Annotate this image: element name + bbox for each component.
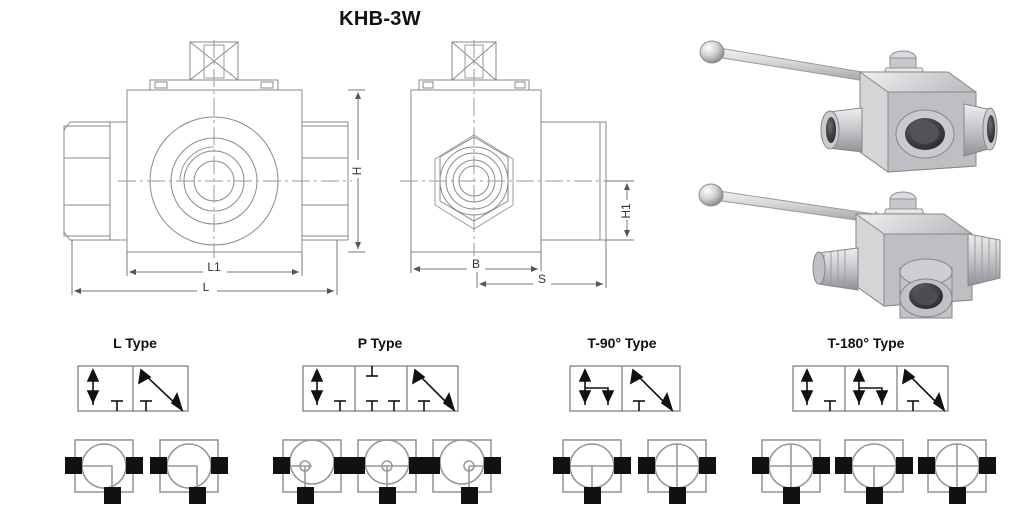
valve-type-label-l: L Type: [113, 335, 157, 351]
dim-label-B: B: [472, 257, 480, 271]
t180-bore-1: [752, 439, 830, 504]
l-type-bore-views: [65, 439, 228, 504]
p-bore-3: [423, 439, 501, 504]
photo-female-ports: [699, 40, 998, 173]
t90-bore-1: [553, 439, 631, 504]
l-type-schematic: [77, 365, 189, 413]
t90-bore-2: [638, 439, 716, 504]
dim-label-H: H: [350, 167, 364, 176]
t180-bore-2: [835, 439, 913, 504]
t180-type-schematic: [792, 365, 949, 413]
t90-type-bore-views: [553, 439, 716, 504]
side-section-view: [400, 40, 625, 268]
dim-label-L1: L1: [207, 260, 221, 274]
side-view-dimension-labels: H1 B S: [467, 200, 635, 287]
page-title: KHB-3W: [339, 8, 421, 30]
l-bore-right: [150, 439, 228, 504]
t180-type-bore-views: [752, 439, 996, 504]
front-view-dimension-labels: H L1 L: [197, 160, 366, 294]
front-section-view: [63, 40, 352, 268]
p-type-schematic: [302, 365, 459, 413]
t180-bore-3: [918, 439, 996, 504]
valve-type-label-t180: T-180° Type: [827, 335, 905, 351]
t90-type-schematic: [569, 365, 681, 413]
photo-male-ports: [698, 183, 1001, 319]
dim-label-L: L: [203, 280, 210, 294]
p-bore-2: [348, 439, 426, 504]
p-bore-1: [273, 439, 351, 504]
valve-type-label-t90: T-90° Type: [587, 335, 657, 351]
dim-label-H1: H1: [619, 203, 633, 219]
dim-label-S: S: [538, 272, 546, 286]
p-type-bore-views: [273, 439, 501, 504]
valve-type-label-p: P Type: [357, 335, 403, 351]
l-bore-left: [65, 439, 143, 504]
